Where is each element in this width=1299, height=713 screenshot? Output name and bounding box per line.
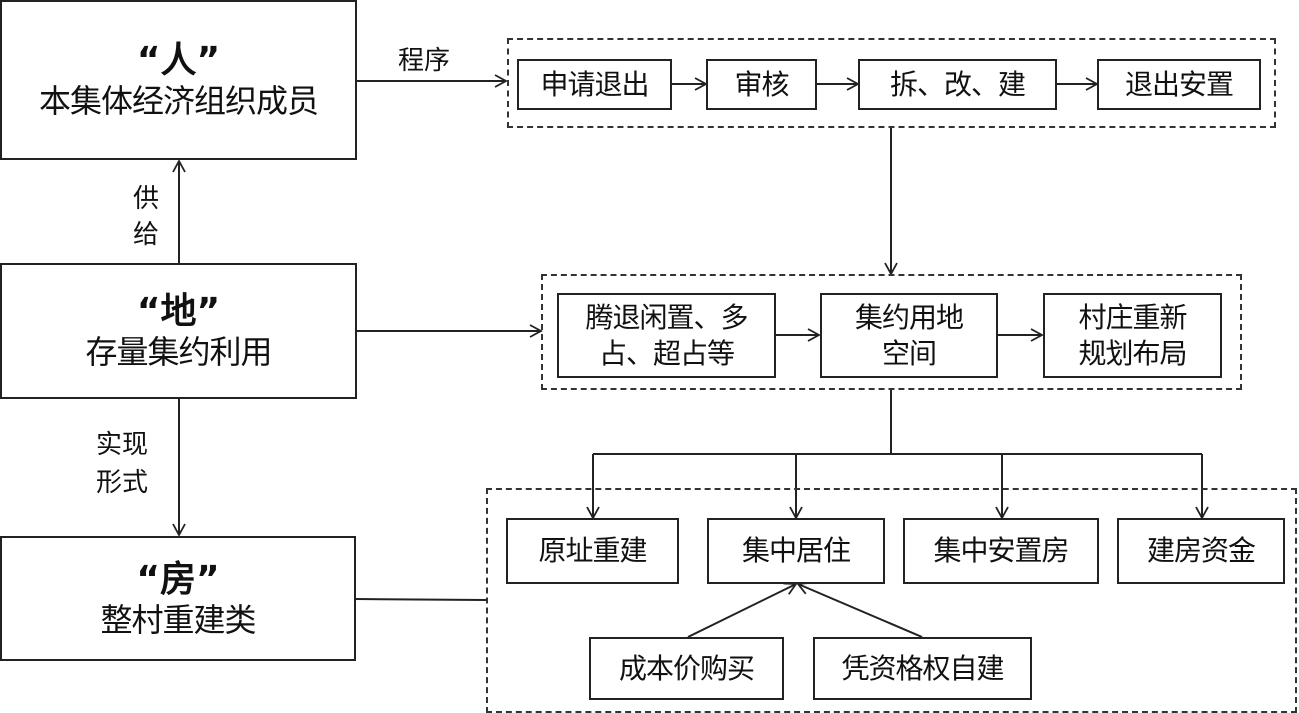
land-step-intensive-line-2: 空间	[881, 336, 937, 370]
path-self-build-by-entitlement: 凭资格权自建	[813, 637, 1032, 700]
land-step-replan-line-1: 村庄重新	[1078, 300, 1187, 334]
land-step-replan-line-2: 规划布局	[1078, 336, 1187, 370]
label-supply-char-2: 给	[132, 220, 159, 250]
land-step-intensive-space: 集约用地 空间	[820, 293, 998, 378]
housing-building-funds: 建房资金	[1117, 518, 1285, 584]
label-supply: 供 给	[131, 181, 161, 253]
housing-resettlement-housing: 集中安置房	[903, 518, 1099, 584]
step-demolish-renovate-build: 拆、改、建	[858, 59, 1057, 110]
label-supply-char-1: 供	[132, 184, 159, 214]
pillar-ren-subtitle: 本集体经济组织成员	[38, 82, 319, 120]
label-realization-line-2: 形式	[96, 468, 149, 498]
land-step-vacate-line-1: 腾退闲置、多	[585, 300, 748, 334]
step-review: 审核	[706, 59, 817, 110]
step-apply-exit: 申请退出	[517, 59, 672, 110]
label-realization-line-1: 实现	[96, 430, 149, 460]
land-step-village-replan: 村庄重新 规划布局	[1043, 293, 1222, 378]
land-group	[541, 274, 1242, 390]
land-step-intensive-line-1: 集约用地	[854, 300, 964, 334]
pillar-di-title: “地”	[136, 291, 221, 332]
label-realization: 实现 形式	[96, 426, 148, 502]
land-step-vacate: 腾退闲置、多 占、超占等	[557, 293, 776, 378]
pillar-di: “地” 存量集约利用	[0, 263, 357, 399]
pillar-fang-subtitle: 整村重建类	[100, 600, 256, 639]
pillar-ren: “人” 本集体经济组织成员	[0, 0, 357, 160]
pillar-ren-title: “人”	[136, 40, 221, 81]
land-step-vacate-line-2: 占、超占等	[598, 336, 735, 370]
pillar-fang-title: “房”	[136, 558, 220, 600]
path-cost-price-purchase: 成本价购买	[589, 637, 784, 700]
line-fang-to-housing	[354, 598, 487, 601]
housing-rebuild-in-place: 原址重建	[506, 518, 679, 584]
pillar-di-subtitle: 存量集约利用	[85, 333, 272, 371]
label-procedure: 程序	[398, 46, 451, 76]
housing-concentrated-living: 集中居住	[707, 518, 885, 584]
procedure-group	[507, 38, 1276, 128]
step-exit-resettlement: 退出安置	[1097, 59, 1261, 110]
housing-group	[486, 488, 1297, 713]
pillar-fang: “房” 整村重建类	[0, 536, 356, 661]
